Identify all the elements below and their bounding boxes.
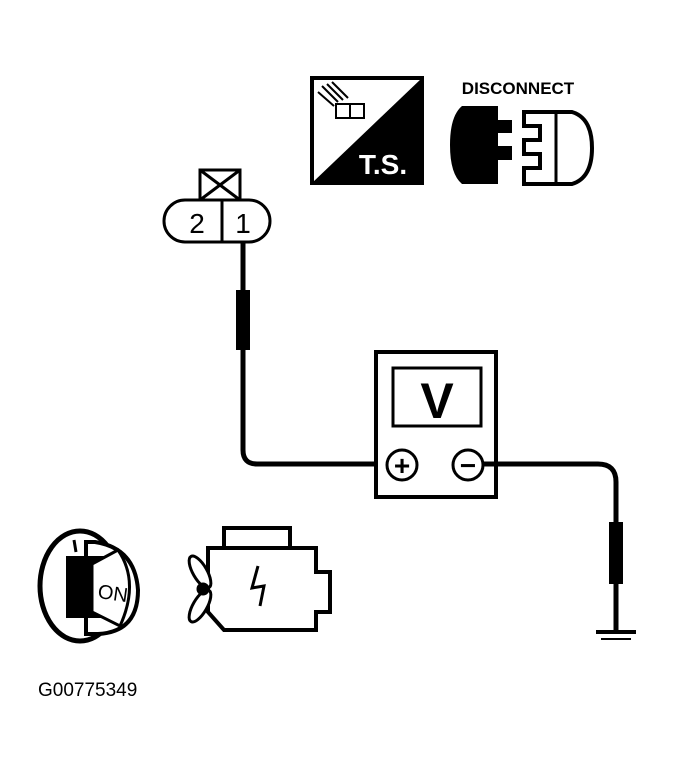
negative-lead: [483, 461, 623, 630]
disconnect-icon: DISCONNECT: [450, 79, 595, 186]
connector-pin-2: 2: [189, 208, 205, 239]
positive-probe: [236, 290, 250, 350]
ignition-on-label: ON: [96, 581, 129, 607]
voltmeter: V + −: [374, 350, 498, 499]
ts-icon: T.S.: [310, 76, 424, 185]
connector-pin-1: 1: [235, 208, 251, 239]
harness-connector: 2 1: [162, 168, 272, 244]
voltmeter-display: [391, 366, 483, 428]
ground-icon: [596, 630, 636, 640]
disconnect-label: DISCONNECT: [462, 79, 575, 98]
fan-icon: [187, 554, 213, 624]
negative-probe: [609, 522, 623, 584]
engine-icon: [187, 526, 332, 632]
positive-lead: [236, 242, 393, 467]
voltmeter-unit: V: [420, 373, 454, 429]
ignition-key-icon: ON: [37, 528, 141, 644]
negative-terminal-symbol: −: [460, 450, 476, 481]
positive-terminal: [385, 448, 419, 482]
connector-sketch-icon: [317, 81, 365, 119]
ts-label: T.S.: [359, 149, 407, 180]
figure-id: G00775349: [38, 680, 137, 701]
positive-terminal-symbol: +: [394, 450, 410, 481]
